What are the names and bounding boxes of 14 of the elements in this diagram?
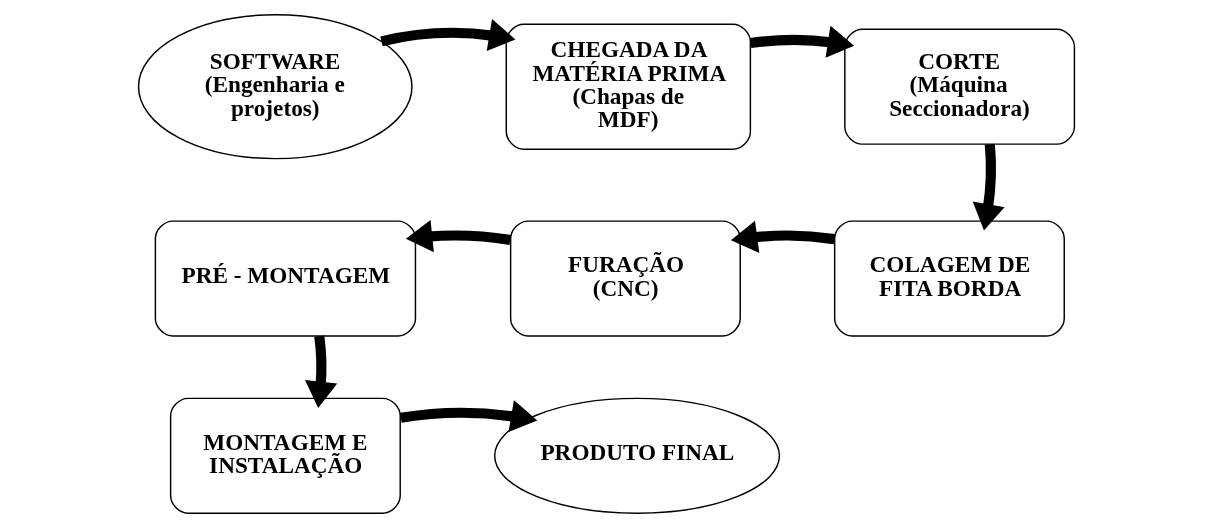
arrow — [304, 334, 337, 408]
node-box: PRÉ - MONTAGEM — [154, 219, 416, 337]
arrow — [399, 399, 537, 432]
node-box: CORTE (Máquina Seccionadora) — [843, 28, 1075, 145]
arrow — [749, 25, 854, 58]
arrow — [379, 18, 515, 51]
arrow — [972, 143, 1005, 230]
node-box: MONTAGEM E INSTALAÇÃO — [169, 397, 401, 514]
node-box: FURAÇÃO (CNC) — [509, 219, 741, 337]
arrow — [730, 220, 835, 253]
node-box: CHEGADA DA MATÉRIA PRIMA (Chapas de MDF) — [505, 23, 751, 150]
arrow — [405, 219, 511, 252]
node-ellipse: SOFTWARE (Engenharia e projetos) — [137, 13, 413, 159]
node-box: COLAGEM DE FITA BORDA — [833, 219, 1065, 337]
